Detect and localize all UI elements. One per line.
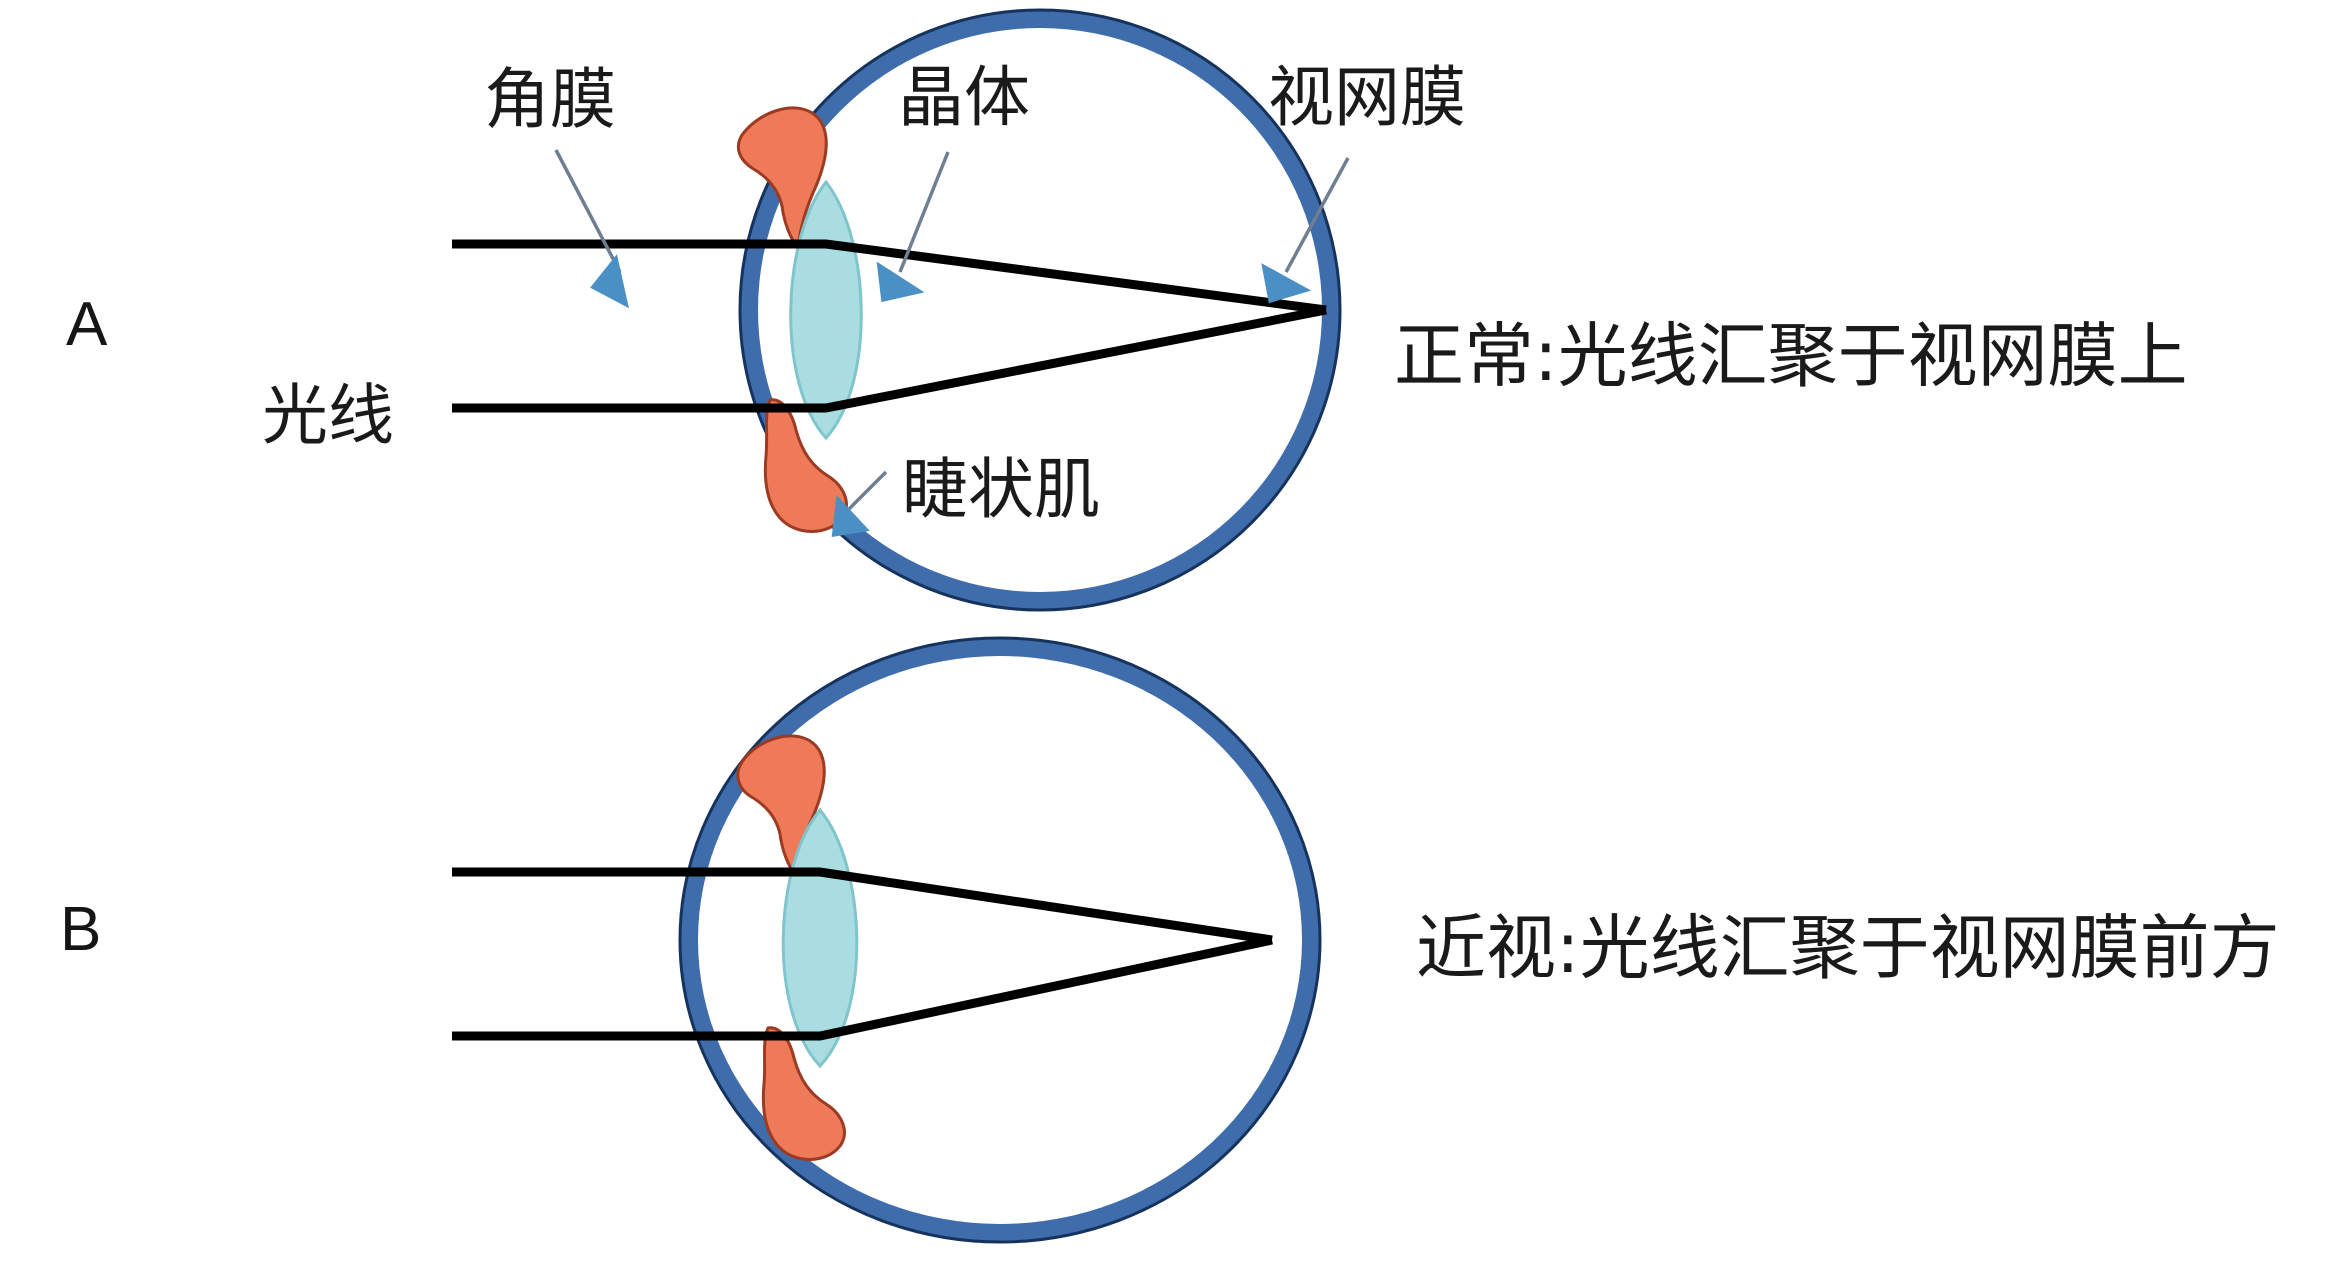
annotation-ciliary-pointer-line — [844, 470, 888, 514]
light-rays-b — [452, 867, 1273, 1041]
panel-b: B 近视:光线汇聚于视网膜前方 — [60, 636, 2280, 1244]
eyeball-b — [678, 636, 1322, 1244]
annotation-cornea-arrow-pointer-icon — [590, 254, 629, 309]
annotation-lens-arrow-pointer-icon — [876, 261, 925, 303]
light-ray-upper-a — [452, 239, 1327, 315]
annotation-ciliary-a: 睫状肌 — [831, 451, 1100, 538]
annotation-retina-pointer-line — [1284, 157, 1350, 273]
eyeball-a — [738, 8, 1342, 612]
sclera-inner-b — [698, 656, 1302, 1224]
annotation-light-a: 光线 — [262, 377, 394, 454]
annotation-retina-a: 视网膜 — [1261, 59, 1466, 304]
annotation-lens-label: 晶体 — [898, 59, 1030, 136]
annotation-retina-label: 视网膜 — [1268, 59, 1466, 136]
annotation-retina-arrow-pointer-icon — [1261, 263, 1312, 304]
annotation-ciliary-label: 睫状肌 — [902, 451, 1100, 528]
panel-a-letter: A — [66, 290, 108, 359]
panel-a-caption: 正常:光线汇聚于视网膜上 — [1394, 315, 2188, 397]
panel-b-letter: B — [60, 895, 101, 964]
panel-a: A 角膜 晶体 — [66, 8, 2188, 612]
annotation-cornea-label: 角膜 — [484, 61, 616, 138]
annotation-lens-pointer-line — [898, 151, 950, 273]
light-ray-lower-b — [452, 935, 1273, 1041]
sclera-inner-a — [758, 28, 1322, 592]
annotation-cornea-pointer-line — [554, 149, 622, 273]
light-ray-lower-a — [452, 305, 1327, 413]
light-ray-upper-b — [452, 867, 1273, 945]
panel-b-caption: 近视:光线汇聚于视网膜前方 — [1416, 907, 2280, 989]
annotation-cornea-a: 角膜 — [484, 61, 629, 309]
annotation-ciliary-arrow-pointer-icon — [831, 495, 870, 538]
light-rays-a — [452, 239, 1327, 413]
annotation-lens-a: 晶体 — [876, 59, 1030, 303]
ciliary-muscle-bottom-b — [761, 1026, 846, 1161]
annotation-light-label: 光线 — [262, 377, 394, 454]
